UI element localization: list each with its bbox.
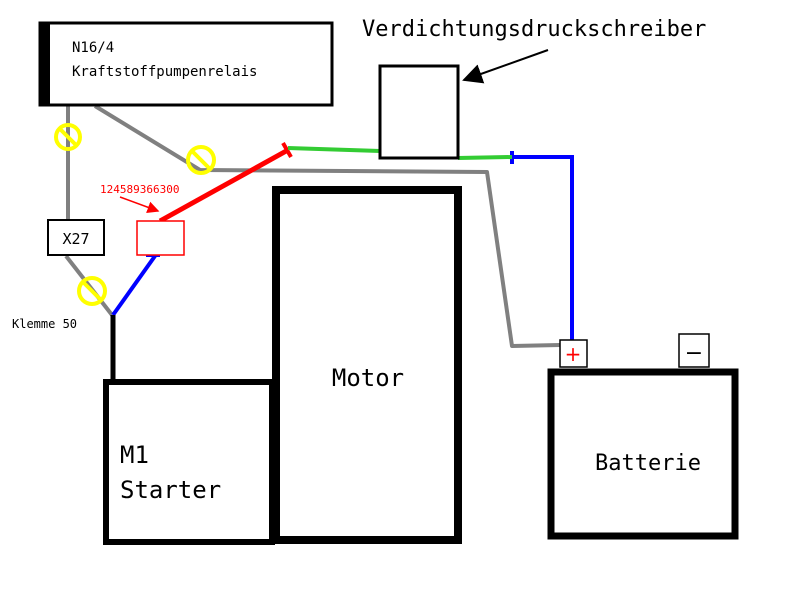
arrow-pointer-icon xyxy=(462,49,549,84)
starter-id: M1 xyxy=(120,441,149,469)
fuse-symbol-icon xyxy=(54,123,82,151)
relay-box: N16/4 Kraftstoffpumpenrelais xyxy=(38,21,334,107)
wire-relay-to-battery-plus xyxy=(93,104,561,348)
motor-label: Motor xyxy=(332,364,404,392)
starter-box: M1 Starter xyxy=(103,379,275,545)
green-wires xyxy=(287,146,513,160)
terminal-label: Klemme 50 xyxy=(12,317,77,331)
recorder-label: Verdichtungsdruckschreiber xyxy=(362,17,706,42)
module-box xyxy=(136,220,185,256)
plus-icon: + xyxy=(565,342,582,366)
red-wire xyxy=(158,142,293,224)
battery-plus-terminal: + xyxy=(559,339,588,368)
arrow-pointer-icon xyxy=(119,196,160,214)
wire-recorder-to-battery xyxy=(512,155,574,346)
connector-x27: X27 xyxy=(47,219,105,256)
relay-name: Kraftstoffpumpenrelais xyxy=(72,64,257,80)
fuse-symbol-icon xyxy=(186,145,216,175)
recorder-box xyxy=(378,64,460,160)
starter-name: Starter xyxy=(120,476,221,504)
part-number-label: 124589366300 xyxy=(100,183,179,196)
wire-terminal-to-module xyxy=(111,254,157,317)
motor-box: Motor xyxy=(272,186,462,544)
battery-box: Batterie xyxy=(547,368,739,540)
fuse-symbol-icon xyxy=(77,276,107,306)
battery-minus-terminal: − xyxy=(678,333,710,368)
battery-label: Batterie xyxy=(595,451,701,476)
minus-icon: − xyxy=(685,341,703,366)
connector-label: X27 xyxy=(62,230,89,248)
relay-id: N16/4 xyxy=(72,40,114,56)
